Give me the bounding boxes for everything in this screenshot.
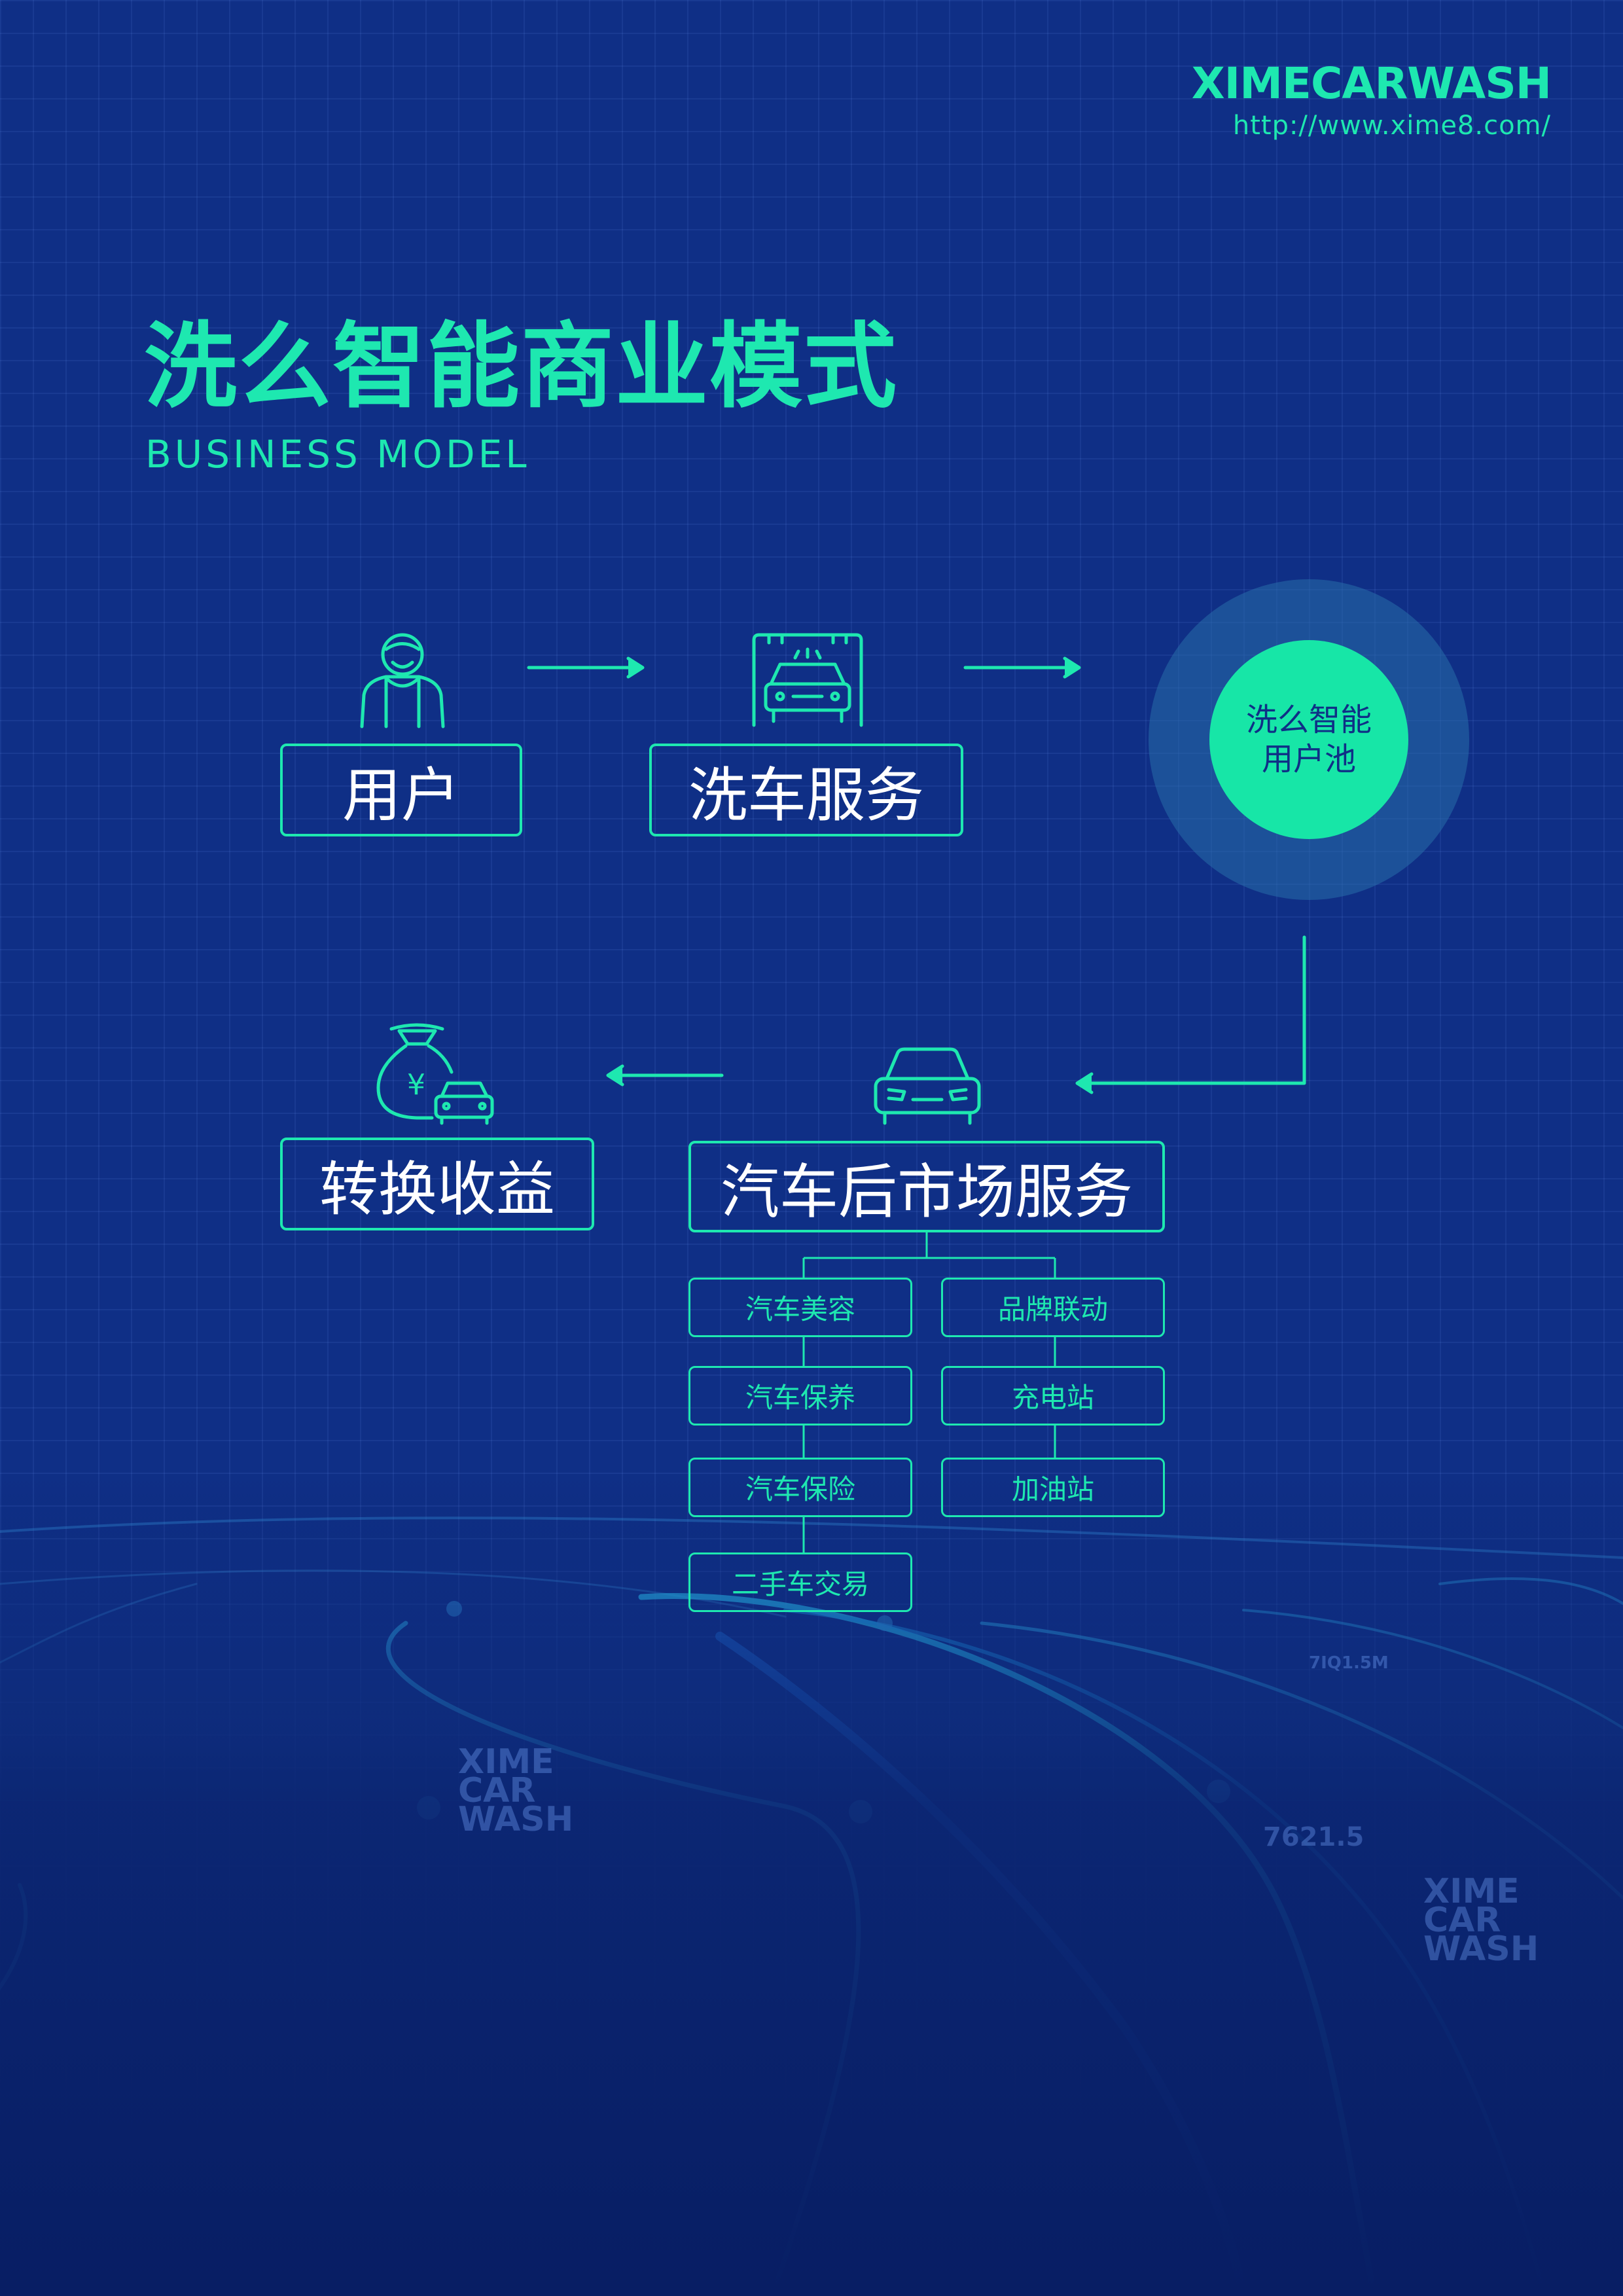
car-wash-icon: [752, 633, 863, 727]
brand-name: XIMECARWASH: [1191, 58, 1552, 109]
bottom-shade: [0, 1473, 1623, 2296]
brand-block: XIMECARWASH http://www.xime8.com/: [1191, 58, 1552, 141]
arrow-elbow-down-left: [1075, 935, 1306, 1094]
carwash-service-box: 洗车服务: [649, 744, 963, 836]
arrow-right-1: [527, 656, 645, 679]
page-subtitle: BUSINESS MODEL: [145, 432, 530, 476]
arrow-left: [606, 1064, 724, 1086]
service-item-car-insurance: 汽车保险: [688, 1458, 912, 1517]
brand-url[interactable]: http://www.xime8.com/: [1232, 111, 1551, 141]
user-box: 用户: [280, 744, 522, 836]
page-title: 洗么智能商业模式: [144, 313, 898, 421]
service-item-car-maintenance: 汽车保养: [688, 1366, 912, 1426]
service-tree-lines: [802, 1232, 1056, 1552]
yuan-symbol: ¥: [407, 1068, 425, 1102]
user-icon: [360, 633, 445, 728]
watermark-code-1: 7621.5: [1263, 1822, 1364, 1852]
user-pool-circle: 洗么智能 用户池: [1209, 640, 1408, 839]
user-pool-line2: 用户池: [1261, 741, 1356, 778]
service-item-charging-station: 充电站: [941, 1366, 1165, 1426]
service-item-gas-station: 加油站: [941, 1458, 1165, 1517]
service-item-used-car-trading: 二手车交易: [688, 1552, 912, 1612]
watermark-code-2: 7IQ1.5M: [1309, 1653, 1389, 1673]
aftermarket-service-box: 汽车后市场服务: [688, 1141, 1165, 1232]
service-item-car-beauty: 汽车美容: [688, 1278, 912, 1337]
car-icon: [874, 1047, 981, 1125]
money-bag-car-icon: [376, 1023, 494, 1125]
user-pool-line1: 洗么智能: [1245, 702, 1372, 738]
arrow-right-2: [963, 656, 1081, 679]
revenue-box: 转换收益: [280, 1138, 594, 1230]
service-item-brand-partnership: 品牌联动: [941, 1278, 1165, 1337]
